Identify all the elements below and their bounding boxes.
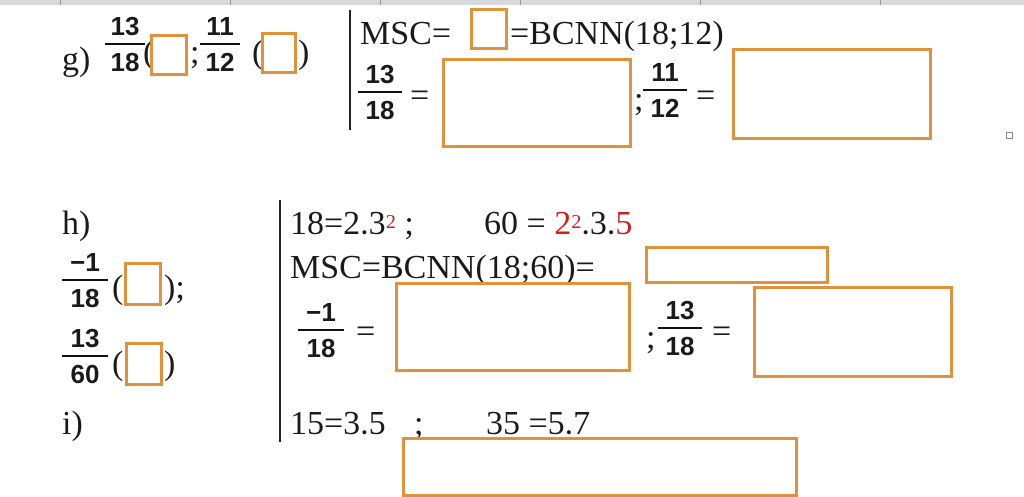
factor-text: 60 = <box>484 205 555 242</box>
part-i-label: i) <box>62 405 83 442</box>
part-g-answer-box-1[interactable] <box>150 34 188 76</box>
exponent: 2 <box>571 211 582 233</box>
part-i-factorization-15: 15=3.5 <box>290 405 386 442</box>
part-h-label: h) <box>62 205 91 242</box>
paren-open: ( <box>112 345 124 382</box>
fraction-numerator: −1 <box>70 247 100 277</box>
divider-line-h <box>279 200 281 442</box>
part-h-factorization-18: 18=2.32 ; <box>290 204 414 244</box>
part-h-eq-fraction-1: −1 18 <box>298 298 344 362</box>
part-h-eq-answer-box-2[interactable] <box>753 286 953 378</box>
part-g-eq-answer-box-1[interactable] <box>442 58 632 148</box>
part-g-msc-answer-box[interactable] <box>470 8 508 50</box>
fraction-bar <box>200 43 240 45</box>
fraction-numerator: 13 <box>110 11 140 41</box>
equals-sign: = <box>410 77 430 114</box>
part-g-eq-fraction-1: 13 18 <box>358 60 402 124</box>
part-h-eq-answer-box-1[interactable] <box>395 282 631 372</box>
fraction-bar <box>643 89 687 91</box>
fraction-denominator: 18 <box>306 333 336 363</box>
fraction-numerator: 13 <box>70 323 100 353</box>
fraction-bar <box>358 91 402 93</box>
part-g-eq-separator: ; <box>634 81 644 118</box>
part-h-after-box-1: ); <box>164 269 185 306</box>
fraction-denominator: 18 <box>365 95 395 125</box>
fraction-bar <box>298 329 344 331</box>
ruler-tick <box>230 0 231 5</box>
equals-sign: = <box>696 77 716 114</box>
part-g-eq-answer-box-2[interactable] <box>732 48 932 140</box>
part-g-eq-fraction-2: 11 12 <box>643 58 687 122</box>
paren-close: ) <box>298 34 310 71</box>
fraction-bar <box>105 43 145 45</box>
equals-sign: = <box>712 313 732 350</box>
part-i-factorization-35: 35 =5.7 <box>486 405 591 442</box>
fraction-denominator: 18 <box>110 47 140 77</box>
part-g-msc-suffix: =BCNN(18;12) <box>510 15 724 52</box>
part-g-fraction-1: 13 18 <box>105 12 145 76</box>
fraction-denominator: 12 <box>650 93 680 123</box>
fraction-denominator: 12 <box>205 47 235 77</box>
factor-mid: .3. <box>581 205 616 242</box>
ruler-strip <box>0 0 1024 5</box>
equals-sign: = <box>356 313 376 350</box>
part-g-label: g) <box>62 41 91 78</box>
part-h-answer-box-1[interactable] <box>124 262 162 306</box>
ruler-tick <box>880 0 881 5</box>
paren-open: ( <box>252 34 264 71</box>
factor-last-red: 5 <box>615 205 633 242</box>
fraction-denominator: 18 <box>665 331 695 361</box>
part-g-msc-prefix: MSC= <box>360 15 451 52</box>
part-g-fraction-2: 11 12 <box>200 12 240 76</box>
fraction-numerator: 11 <box>651 57 679 87</box>
ruler-tick <box>520 0 521 5</box>
part-h-answer-box-2[interactable] <box>125 342 163 386</box>
fraction-denominator: 60 <box>70 359 100 389</box>
part-g-separator: ; <box>190 34 200 71</box>
fraction-numerator: 13 <box>365 59 395 89</box>
part-h-factorization-60: 60 = 22.3.5 <box>484 204 632 244</box>
part-h-msc-answer-box[interactable] <box>645 246 829 284</box>
paren-close: ) <box>164 345 176 382</box>
part-g-answer-box-2[interactable] <box>261 32 297 74</box>
exponent: 2 <box>385 211 396 233</box>
ruler-tick <box>60 0 61 5</box>
fraction-denominator: 18 <box>70 283 100 313</box>
fraction-numerator: −1 <box>306 297 336 327</box>
paren-open: ( <box>112 269 124 306</box>
part-i-separator: ; <box>414 405 424 442</box>
part-h-fraction-2: 13 60 <box>62 324 108 388</box>
ruler-tick <box>380 0 381 5</box>
part-h-fraction-1: −1 18 <box>62 248 108 312</box>
factor-base-red: 2 <box>554 205 572 242</box>
divider-line-g <box>349 10 351 130</box>
part-h-eq-fraction-2: 13 18 <box>658 296 702 360</box>
fraction-numerator: 11 <box>206 11 234 41</box>
fraction-bar <box>62 279 108 281</box>
fraction-numerator: 13 <box>665 295 695 325</box>
factor-text: 18=2.3 <box>290 205 386 242</box>
part-h-msc-line: MSC=BCNN(18;60)= <box>290 249 595 286</box>
fraction-bar <box>658 327 702 329</box>
part-h-eq-separator: ; <box>646 319 656 356</box>
part-i-answer-box[interactable] <box>402 437 798 497</box>
factor-end: ; <box>395 205 414 242</box>
ruler-tick <box>700 0 701 5</box>
fraction-bar <box>62 355 108 357</box>
resize-handle[interactable] <box>1006 132 1013 139</box>
paren-open: ( <box>143 34 155 71</box>
